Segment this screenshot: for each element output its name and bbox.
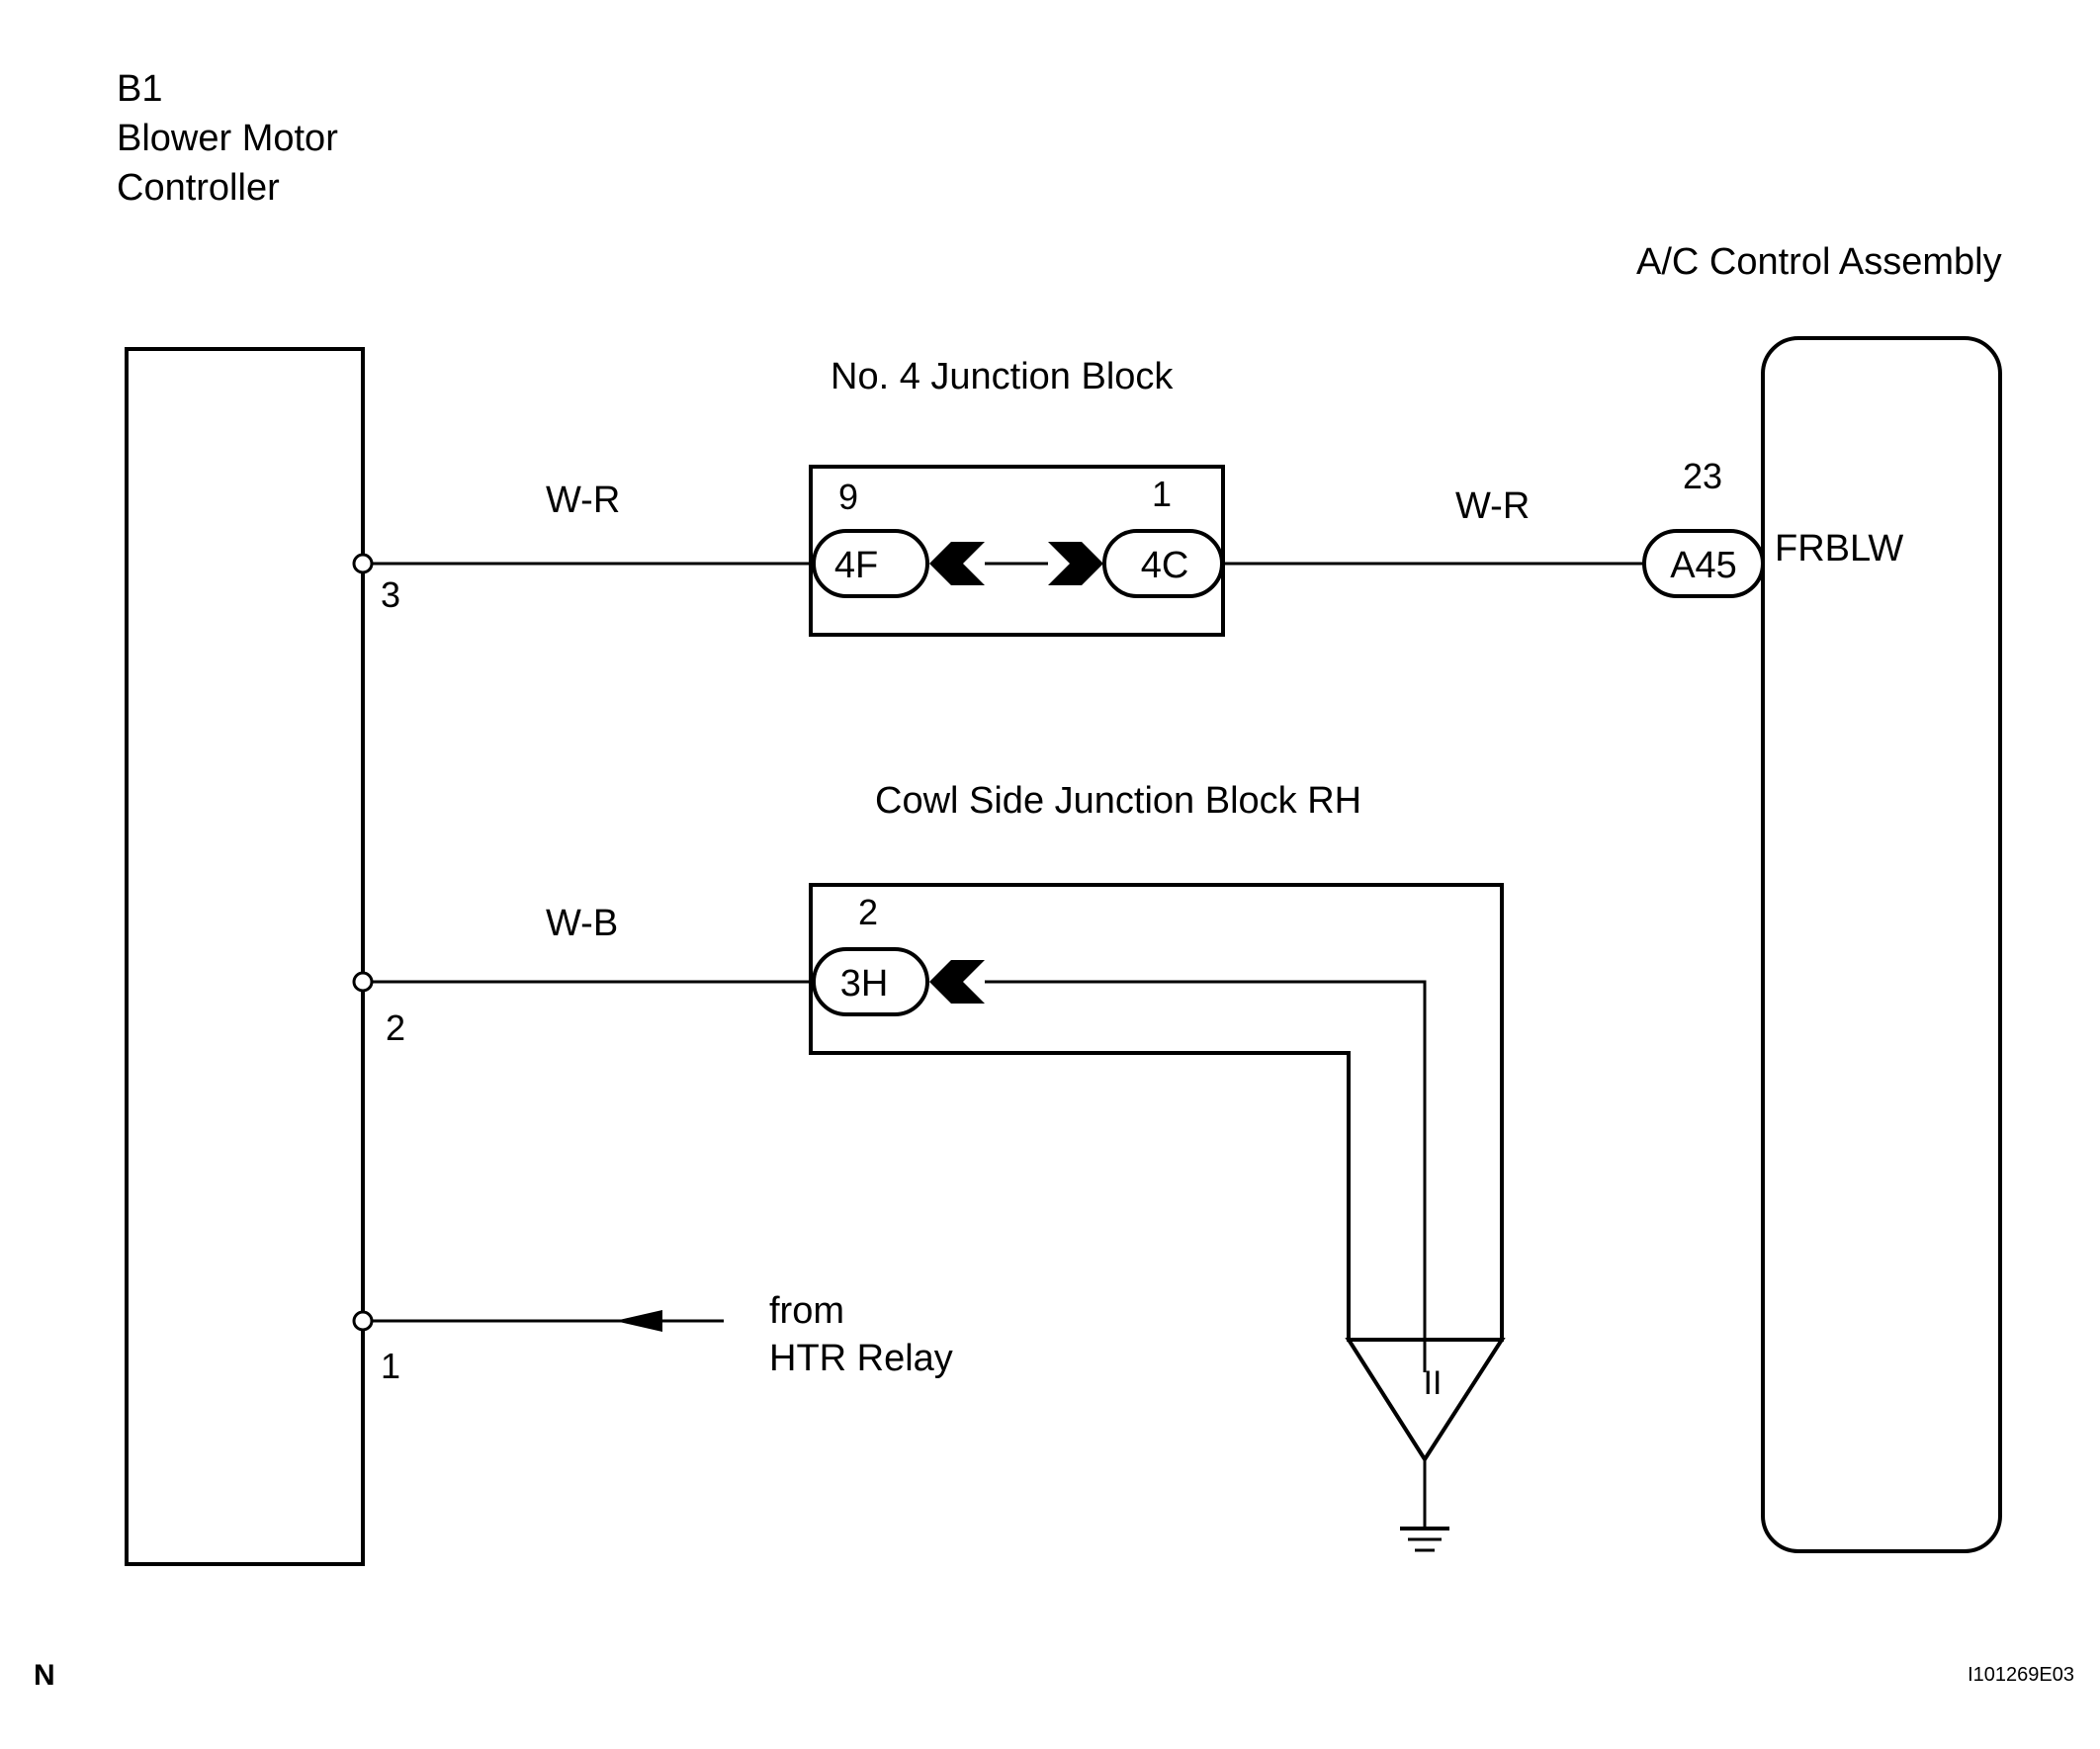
chevron-right-icon [1048,542,1103,585]
ac-control-terminal: FRBLW [1775,528,1903,569]
ac-control-pin: 23 [1683,456,1722,496]
junction-block-4-left-pin: 9 [838,477,858,517]
junction-block-4-right-pin: 1 [1152,474,1172,514]
figure-id: I101269E03 [1968,1664,2074,1686]
ground-icon [1400,1459,1449,1552]
cowl-junction-pin: 2 [858,892,878,932]
cowl-internal-ground-wire [985,980,1427,1340]
arrow-left-icon [615,1310,662,1332]
controller-terminal-1 [352,1310,374,1332]
wire-label-w-r-right: W-R [1455,485,1530,527]
connector-3h-label: 3H [840,963,889,1005]
controller-name-line1: Blower Motor [117,118,338,159]
controller-terminal-3 [352,553,374,574]
chevron-left-icon [929,542,985,585]
controller-code: B1 [117,68,162,110]
footer-left-mark: N [34,1659,55,1692]
htr-relay-label-line2: HTR Relay [769,1338,953,1379]
htr-relay-label-line1: from [769,1290,844,1332]
controller-name-line2: Controller [117,167,280,209]
ac-control-title: A/C Control Assembly [1636,241,2002,283]
cowl-junction-title: Cowl Side Junction Block RH [875,780,1361,822]
controller-terminal-2 [352,971,374,993]
chevron-left-icon [929,960,985,1004]
ac-control-box [1761,336,2002,1553]
controller-label: B1 Blower Motor Controller [117,68,338,209]
controller-box [125,347,365,1566]
junction-block-4-title: No. 4 Junction Block [831,356,1174,397]
wire-label-w-b: W-B [546,903,618,944]
controller-pin-3: 3 [381,574,400,615]
controller-pin-2: 2 [386,1007,405,1048]
wire-label-w-r-left: W-R [546,480,620,521]
a45-connector-label: A45 [1670,545,1737,586]
ground-point-symbol: II [1424,1364,1443,1402]
connector-4f-label: 4F [834,545,878,586]
connector-4c-label: 4C [1141,545,1189,586]
cowl-junction-box [809,883,1504,1342]
controller-pin-1: 1 [381,1346,400,1386]
junction-block-4-box [809,465,1225,637]
